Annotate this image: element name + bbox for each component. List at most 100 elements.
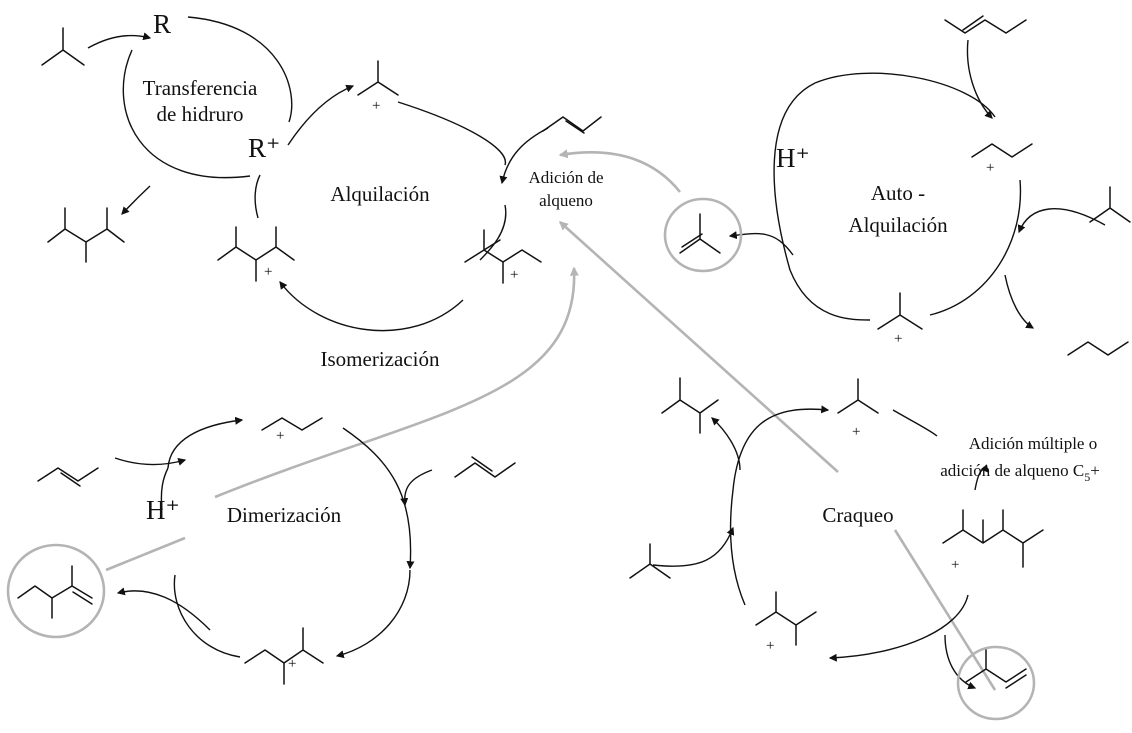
- dimerization-label: Dimerización: [227, 503, 342, 527]
- labels: R Transferencia de hidruro R⁺ Alquilació…: [143, 9, 1100, 527]
- alkylation-label: Alquilación: [330, 182, 430, 206]
- isobutane-molecule-right: [1089, 186, 1131, 223]
- r-label: R: [153, 9, 171, 39]
- butene-molecule-topright: [944, 19, 1027, 34]
- cracking-product-leader: [893, 529, 997, 691]
- tert-butyl-cation-auto: [877, 292, 923, 330]
- alkene-addition-label-line1: Adición de: [528, 168, 603, 187]
- isobutene-release-arrow: [728, 231, 794, 256]
- isobutene-double-bond: [681, 233, 703, 248]
- hydride-transfer-label-line1: Transferencia: [143, 76, 258, 100]
- charge-tert-butyl-auto: +: [894, 331, 902, 347]
- cracking-top-arc: [732, 405, 830, 491]
- auto-cycle-right-arc: [929, 179, 1022, 316]
- isooctane-molecule: [47, 207, 125, 263]
- cracking-top-right-arc: [892, 409, 938, 437]
- auto-alkylation-label-line1: Auto -: [871, 181, 925, 205]
- octyl-cation-dimer: [244, 627, 324, 685]
- charges: + + + + + + + + + +: [264, 98, 994, 672]
- butene-entry-arrow: [966, 39, 993, 119]
- auto-cycle-top-arc: [814, 72, 996, 118]
- hexyl-cation-crack: [755, 591, 817, 646]
- cracked-alkene-release-arrow: [944, 634, 977, 690]
- gray-arrows: [105, 149, 997, 691]
- multi-addition-arrow: [974, 464, 989, 491]
- auto-alkylation-label-line2: Alquilación: [848, 213, 948, 237]
- charge-octyl-dimer: +: [288, 656, 296, 672]
- isobutene-molecule: [679, 213, 721, 254]
- cracking-to-addition-arrow: [558, 221, 839, 473]
- dimer-cycle-left-arc: [160, 467, 169, 511]
- butene-double-bond-dimer: [471, 456, 493, 472]
- multiple-addition-label-line1: Adición múltiple o: [969, 434, 1097, 453]
- butene-molecule-left: [37, 467, 99, 482]
- butene-second-entry-arrow: [400, 469, 433, 507]
- dimerization-to-addition-arrow: [214, 266, 579, 499]
- isobutane-molecule-crack: [629, 543, 671, 579]
- hydride-cycle-top-arc: [187, 16, 293, 123]
- dimer-cycle-top-right-arc: [342, 427, 415, 570]
- tert-butyl-cation-molecule: [357, 60, 399, 96]
- isobutene-to-addition-arrow: [558, 149, 682, 193]
- multiple-addition-text: adición de alqueno C: [940, 461, 1084, 480]
- butene-molecule-dimer: [454, 462, 516, 478]
- butane-molecule: [1067, 341, 1129, 356]
- butene-double-bond-center: [565, 120, 585, 134]
- hydride-transfer-label-line2: de hidruro: [157, 102, 244, 126]
- butyl-cation-dimer: [261, 417, 323, 431]
- tert-butyl-cation-crack: [837, 378, 879, 414]
- dimer-cycle-top-left-arc: [167, 416, 244, 469]
- butene-entry-arrow-dimer: [114, 457, 187, 466]
- isobutane-entry-arrow-crack: [652, 526, 735, 567]
- charge-tert-butyl: +: [372, 98, 380, 114]
- dimer-release-arrow: [116, 587, 211, 631]
- alkene-addition-label-line2: alqueno: [539, 191, 593, 210]
- butene-double-bond-topright: [962, 15, 984, 31]
- methylbutene-molecule: [965, 647, 1027, 683]
- isomer-to-rplus-arc: [254, 174, 261, 219]
- cycle-arcs: [87, 16, 1106, 690]
- molecules: [17, 15, 1131, 689]
- isomer-cation-molecule: [217, 226, 295, 282]
- h-plus-label-left: H⁺: [146, 495, 180, 525]
- auto-cycle-left-arc: [773, 82, 871, 321]
- octene-molecule: [17, 565, 93, 619]
- r-plus-label: R⁺: [248, 133, 280, 163]
- methylbutene-double-bond: [1005, 674, 1027, 689]
- dimer-highlight-leader: [105, 536, 186, 572]
- isobutane-molecule-topleft: [41, 27, 85, 66]
- cracking-bottom-arrow: [828, 594, 969, 662]
- charge-sec-butyl: +: [986, 160, 994, 176]
- octene-double-bond: [72, 591, 93, 605]
- charge-dodecyl: +: [951, 557, 959, 573]
- octane-release-arrow: [121, 185, 151, 215]
- charge-isomer: +: [264, 264, 272, 280]
- dimer-cycle-bottom-right-arc: [335, 569, 411, 659]
- octene-highlight-ring: [6, 543, 106, 639]
- cracking-label: Craqueo: [822, 503, 893, 527]
- charge-butyl-dimer: +: [276, 428, 284, 444]
- butene-addition-arrow: [499, 127, 549, 185]
- isobutene-highlight-ring: [663, 197, 743, 273]
- c5-plus: +: [1090, 461, 1100, 480]
- highlight-rings: [6, 197, 1036, 721]
- butane-release-arrow: [1004, 274, 1035, 329]
- isobutane-entry-arrow-right: [1017, 208, 1106, 234]
- butene-double-bond-left: [60, 472, 81, 487]
- h-plus-label-top: H⁺: [776, 143, 810, 173]
- methylbutene-highlight-ring: [956, 645, 1036, 721]
- isomerization-label: Isomerización: [321, 347, 440, 371]
- cracking-left-arc: [729, 489, 746, 606]
- isomerization-arc: [279, 281, 464, 332]
- alkylation-top-arc: [397, 101, 507, 166]
- charge-tert-butyl-crack: +: [852, 424, 860, 440]
- dimer-cycle-bottom-left-arc: [173, 574, 241, 658]
- sec-butyl-cation-molecule: [971, 143, 1033, 158]
- butene-molecule-center: [542, 116, 602, 132]
- alkylation-right-arc: [479, 204, 507, 261]
- isobutane-entry-arrow: [87, 32, 152, 49]
- isohexane-molecule-crack: [661, 377, 719, 434]
- charge-octyl: +: [510, 267, 518, 283]
